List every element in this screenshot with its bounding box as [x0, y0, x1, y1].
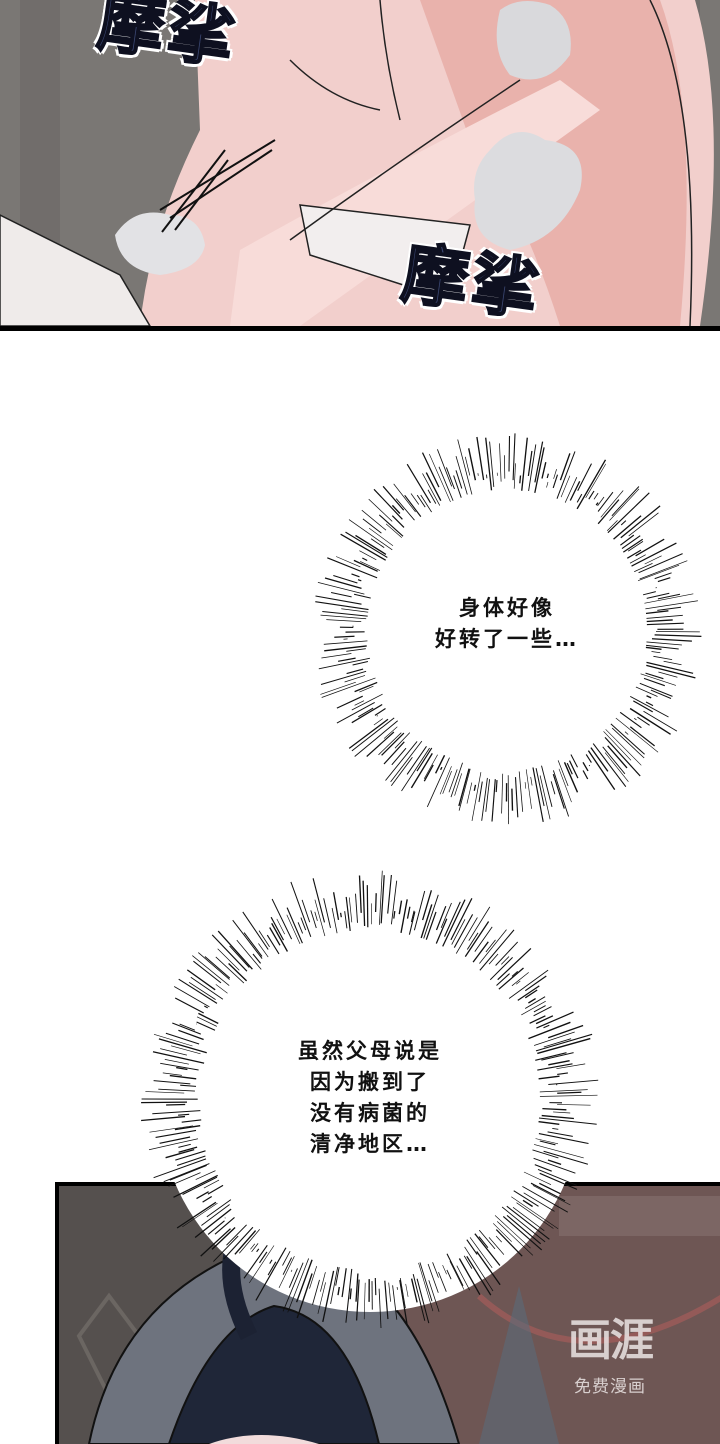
- watermark-logo: 画涯: [568, 1318, 652, 1364]
- bubble-line: 身体好像: [407, 593, 607, 624]
- speech-bubble-text: 虽然父母说是 因为搬到了 没有病菌的 清净地区…: [250, 1036, 490, 1160]
- comic-panel-top: 摩挲 摩挲: [0, 0, 720, 331]
- bubble-line: 清净地区…: [250, 1129, 490, 1160]
- bubble-line: 虽然父母说是: [250, 1036, 490, 1067]
- bubble-line: 好转了一些…: [407, 624, 607, 655]
- watermark-tagline: 免费漫画: [568, 1372, 652, 1397]
- bubble-line: 没有病菌的: [250, 1098, 490, 1129]
- bubble-line: 因为搬到了: [250, 1067, 490, 1098]
- watermark: 画涯 免费漫画: [568, 1318, 652, 1397]
- speech-bubble-text: 身体好像 好转了一些…: [407, 593, 607, 655]
- sound-effect-text: 摩挲: [398, 241, 546, 326]
